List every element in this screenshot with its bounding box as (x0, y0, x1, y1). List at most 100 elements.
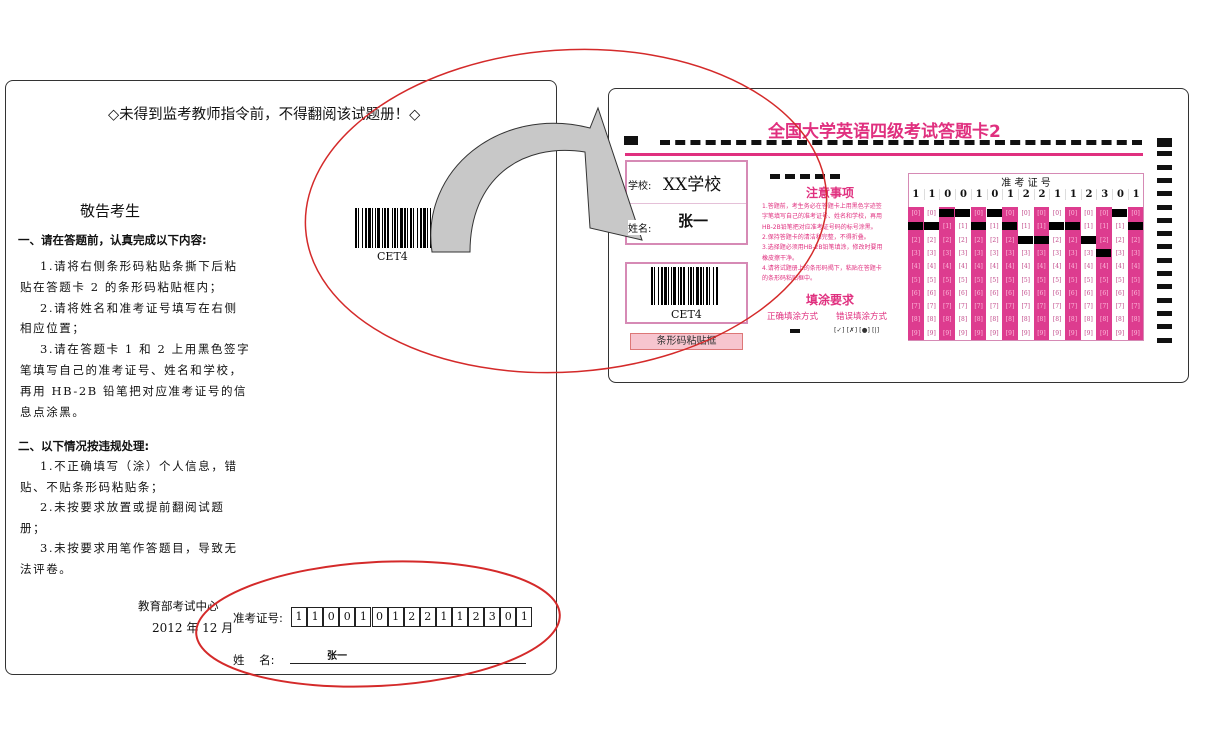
id-digit-box: 0 (323, 607, 340, 627)
bubble: [0] (1005, 210, 1015, 217)
barcode-bar (355, 208, 357, 248)
bubble: [7] (1131, 303, 1140, 311)
issue-date: 2012 年 12 月 (152, 621, 234, 635)
bubble: [4] (1131, 263, 1140, 271)
bubble: [4] (1021, 263, 1030, 271)
id-digit: 0 (1112, 189, 1128, 200)
barcode-bar (417, 208, 418, 248)
filled-mark (1080, 235, 1096, 244)
bubble: [3] (1021, 249, 1030, 257)
bubble: [2] (974, 236, 983, 244)
bubble: [6] (1084, 289, 1093, 297)
barcode-bar (420, 208, 422, 248)
bubble: [8] (1052, 316, 1062, 324)
section2-line: 2.未按要求放置或提前翻阅试题 (40, 500, 225, 514)
bubble: [8] (1068, 316, 1078, 324)
bubble: [6] (1005, 289, 1015, 297)
bubble: [7] (1115, 303, 1125, 311)
bubble: [9] (911, 329, 921, 337)
barcode-bar (404, 208, 406, 248)
timing-mark (1157, 177, 1172, 183)
barcode-bar (658, 267, 659, 305)
barcode-bar (651, 267, 653, 305)
bubble: [4] (974, 263, 983, 271)
note-line: 4.请将试题册上的条形码揭下，粘贴在答题卡 (762, 264, 882, 272)
name-underline (290, 663, 526, 664)
bubble: [2] (990, 236, 999, 244)
id-digit-box: 2 (419, 607, 436, 627)
id-column: [0][1][2][3][4][5][6][7][8][9] (970, 207, 987, 340)
answer-card (608, 88, 1189, 383)
test-booklet-cover (5, 80, 557, 675)
bubble: [3] (1052, 249, 1062, 257)
bubble: [6] (927, 289, 936, 297)
bubble: [7] (927, 303, 936, 311)
bubble: [6] (1068, 289, 1078, 297)
bubble: [6] (1037, 289, 1046, 297)
bubble: [0] (927, 210, 936, 217)
bubble: [9] (1131, 329, 1140, 337)
id-column: [0][1][2][3][4][5][6][7][8][9] (1080, 207, 1097, 340)
bubble: [9] (990, 329, 999, 337)
bubble: [0] (1131, 210, 1140, 217)
timing-mark (1157, 284, 1172, 290)
bubble: [7] (1021, 303, 1030, 311)
barcode-bar (375, 208, 376, 248)
bubble: [8] (1084, 316, 1093, 324)
bubble: [3] (974, 249, 983, 257)
id-column: [0][1][2][3][4][5][6][7][8][9] (1002, 207, 1018, 340)
id-digit-box: 0 (500, 607, 517, 627)
bubble: [7] (1052, 303, 1062, 311)
id-digit-box: 0 (371, 607, 388, 627)
barcode-bar (407, 208, 408, 248)
barcode-bar (365, 208, 367, 248)
id-digit-box: 1 (355, 607, 372, 627)
filled-mark (923, 222, 939, 231)
section2-line: 3.未按要求用笔作答题目，导致无 (40, 541, 238, 555)
barcode-bar (394, 208, 396, 248)
section1-title: 一、请在答题前，认真完成以下内容: (18, 233, 207, 247)
bubble: [3] (1131, 249, 1140, 257)
barcode-bar (413, 208, 414, 248)
barcode-bar (654, 267, 655, 305)
bubble: [6] (958, 289, 968, 297)
bubble: [2] (1131, 236, 1140, 244)
bubble: [8] (974, 316, 983, 324)
filled-mark (1002, 222, 1018, 231)
bubble: [6] (990, 289, 999, 297)
filled-mark (908, 222, 923, 231)
section2-line: 1.不正确填写（涂）个人信息，错 (40, 459, 238, 473)
timing-mark (1157, 297, 1172, 303)
barcode-bar (661, 267, 663, 305)
highlight-ellipse-barcode (304, 48, 828, 374)
section1-line: 1.请将右侧条形码粘贴条撕下后粘 (40, 259, 238, 273)
bubble: [5] (1021, 276, 1030, 284)
barcode-bar (423, 208, 426, 248)
id-column: [0][1][2][3][4][5][6][7][8][9] (1017, 207, 1034, 340)
bubble: [6] (1099, 289, 1109, 297)
bubble: [7] (1068, 303, 1078, 311)
barcode-bar (671, 267, 672, 305)
bubble: [0] (911, 210, 921, 217)
bubble: [5] (990, 276, 999, 284)
bubble: [5] (1115, 276, 1125, 284)
bubble: [3] (958, 249, 968, 257)
bubble: [5] (974, 276, 983, 284)
timing-mark (1157, 271, 1172, 276)
answer-card-title: 全国大学英语四级考试答题卡2 (768, 122, 1001, 142)
bubble: [7] (958, 303, 968, 311)
section1-line: 2.请将姓名和准考证号填写在右侧 (40, 300, 238, 315)
note-line: 3.选择题必须用HB-2B铅笔填涂，修改时要用 (762, 244, 883, 252)
id-digit: 0 (939, 189, 955, 200)
name-value: 张一 (327, 651, 347, 662)
highlight-ellipse-id (195, 560, 561, 688)
bubble: [5] (958, 276, 968, 284)
bubble: [1] (1037, 223, 1046, 231)
bubble: [1] (1115, 223, 1125, 231)
bubble: [4] (1084, 263, 1093, 271)
filled-mark (1096, 248, 1112, 257)
bubble: [1] (958, 223, 968, 231)
booklet-barcode (355, 208, 431, 248)
barcode-bar (664, 267, 667, 305)
id-column: [0][1][2][3][4][5][6][7][8][9] (986, 207, 1003, 340)
